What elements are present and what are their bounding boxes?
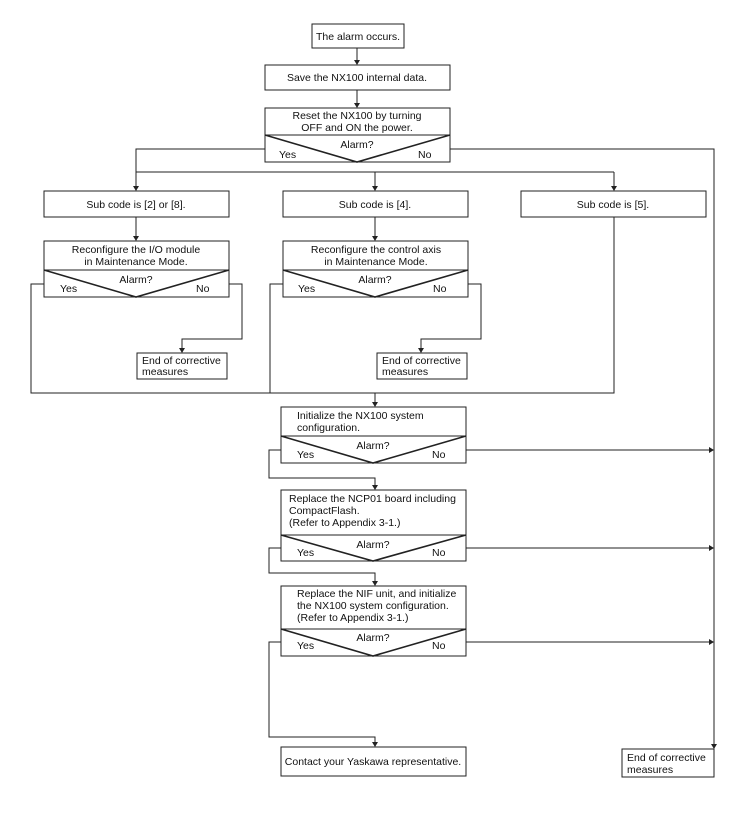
reconfigure-axis-no-label: No [433,283,447,295]
reconfigure-io-decision-shape [43,269,230,298]
end-right-text-1: End of corrective [627,752,706,764]
contact-text: Contact your Yaskawa representative. [285,756,461,768]
end-mid-text-1: End of corrective [382,355,461,367]
reconfigure-io-question: Alarm? [119,274,152,286]
reset-decision-question: Alarm? [340,139,373,151]
save-data-box [264,64,451,91]
reconfigure-io-no-label: No [196,283,210,295]
initialize-system-text-1: Initialize the NX100 system [297,410,424,422]
replace-ncp-text-1: Replace the NCP01 board including [289,493,456,505]
start-text: The alarm occurs. [316,31,400,43]
end-mid-text-2: measures [382,366,428,378]
replace-nif-text-2: the NX100 system configuration. [297,600,449,612]
reconfigure-axis-question: Alarm? [358,274,391,286]
save-data-text: Save the NX100 internal data. [287,72,427,84]
initialize-system-decision-shape [280,435,467,464]
replace-ncp-question: Alarm? [356,539,389,551]
replace-ncp-yes-label: Yes [297,547,314,559]
initialize-system-no-label: No [432,449,446,461]
reconfigure-axis-decision-shape [282,269,469,298]
initialize-system-question: Alarm? [356,440,389,452]
end-left-text-1: End of corrective [142,355,221,367]
replace-nif-decision-shape [280,628,467,657]
end-mid-box [376,352,468,380]
reconfigure-axis-text-2: in Maintenance Mode. [324,256,427,268]
reconfigure-io-text-1: Reconfigure the I/O module [72,244,201,256]
replace-nif-no-label: No [432,640,446,652]
start-box [311,23,405,49]
replace-ncp-text-2: CompactFlash. [289,505,360,517]
sub-code-2-8-text: Sub code is [2] or [8]. [86,199,185,211]
contact-box [280,746,467,777]
sub-code-5-text: Sub code is [5]. [577,199,649,211]
connector-lines [30,48,717,749]
end-right-text-2: measures [627,764,673,776]
end-left-text-2: measures [142,366,188,378]
initialize-system-text-2: configuration. [297,422,360,434]
reset-decision-shape [264,134,451,163]
sub-code-4-text: Sub code is [4]. [339,199,411,211]
reset-yes-label: Yes [279,149,296,161]
reconfigure-axis-text-1: Reconfigure the control axis [311,244,441,256]
replace-nif-text-3: (Refer to Appendix 3-1.) [297,612,408,624]
end-right-box [621,748,715,778]
replace-ncp-no-label: No [432,547,446,559]
reset-text-2: OFF and ON the power. [301,122,412,134]
replace-ncp-decision-shape [280,534,467,562]
replace-ncp-text-3: (Refer to Appendix 3-1.) [289,517,400,529]
initialize-system-yes-label: Yes [297,449,314,461]
replace-nif-text-1: Replace the NIF unit, and initialize [297,588,456,600]
reset-no-label: No [418,149,432,161]
reset-text-1: Reset the NX100 by turning [293,110,422,122]
reconfigure-io-text-2: in Maintenance Mode. [84,256,187,268]
replace-nif-yes-label: Yes [297,640,314,652]
reconfigure-io-yes-label: Yes [60,283,77,295]
end-left-box [136,352,228,380]
replace-nif-question: Alarm? [356,632,389,644]
reconfigure-axis-yes-label: Yes [298,283,315,295]
